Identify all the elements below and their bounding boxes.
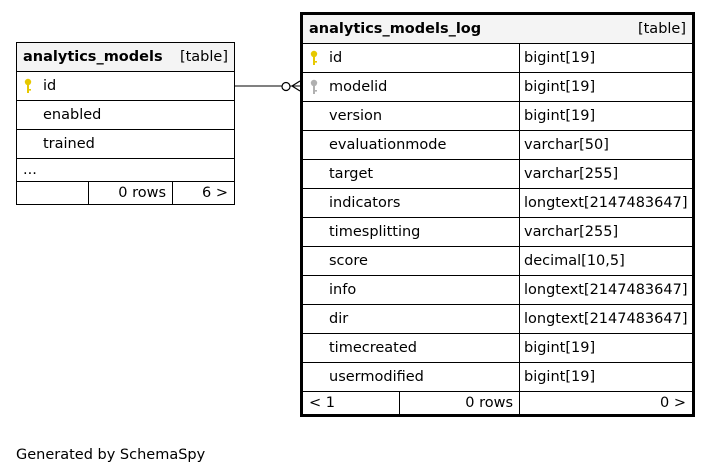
table-type: [table] bbox=[637, 21, 687, 37]
column-cell[interactable]: id bbox=[301, 43, 520, 73]
column-name: target bbox=[329, 166, 374, 182]
table-header[interactable]: analytics_models [table] bbox=[16, 42, 235, 72]
child-link[interactable]: 6 > bbox=[172, 181, 235, 205]
column-datatype: longtext[2147483647] bbox=[518, 275, 695, 305]
primary-key-icon bbox=[310, 50, 318, 65]
column-name: dir bbox=[329, 311, 349, 327]
column-row[interactable]: id bigint[19] bbox=[301, 43, 695, 73]
column-cell[interactable]: version bbox=[301, 101, 520, 131]
column-name: modelid bbox=[329, 79, 388, 95]
column-row[interactable]: modelid bigint[19] bbox=[301, 72, 695, 102]
column-cell[interactable]: dir bbox=[301, 304, 520, 334]
parent-link[interactable]: < 1 bbox=[301, 391, 400, 416]
column-cell[interactable]: timecreated bbox=[301, 333, 520, 363]
row-count: 0 rows bbox=[88, 181, 173, 205]
foreign-key-icon bbox=[310, 79, 318, 94]
column-cell[interactable]: indicators bbox=[301, 188, 520, 218]
column-cell[interactable]: modelid bbox=[301, 72, 520, 102]
column-cell[interactable]: enabled bbox=[16, 100, 235, 130]
analytics-models-log-table[interactable]: analytics_models_log [table] id bigint[19… bbox=[300, 12, 696, 417]
column-datatype: longtext[2147483647] bbox=[518, 188, 695, 218]
column-name: score bbox=[329, 253, 368, 269]
column-datatype: bigint[19] bbox=[518, 101, 695, 131]
column-cell[interactable]: id bbox=[16, 71, 235, 101]
row-count: 0 rows bbox=[399, 391, 520, 416]
column-name: trained bbox=[43, 136, 95, 152]
ellipsis: ... bbox=[16, 158, 235, 182]
column-name: indicators bbox=[329, 195, 401, 211]
column-row[interactable]: usermodified bigint[19] bbox=[301, 362, 695, 392]
table-name: analytics_models bbox=[23, 49, 163, 65]
column-name: timesplitting bbox=[329, 224, 421, 240]
footer-left bbox=[16, 181, 89, 205]
column-row[interactable]: info longtext[2147483647] bbox=[301, 275, 695, 305]
column-name: info bbox=[329, 282, 357, 298]
column-row[interactable]: indicators longtext[2147483647] bbox=[301, 188, 695, 218]
column-cell[interactable]: info bbox=[301, 275, 520, 305]
column-name: usermodified bbox=[329, 369, 424, 385]
column-datatype: bigint[19] bbox=[518, 333, 695, 363]
child-link[interactable]: 0 > bbox=[518, 391, 695, 416]
column-datatype: varchar[255] bbox=[518, 217, 695, 247]
column-datatype: decimal[10,5] bbox=[518, 246, 695, 276]
more-columns-row: ... bbox=[16, 158, 235, 182]
analytics-models-table[interactable]: analytics_models [table] id enabled traine… bbox=[16, 42, 235, 205]
column-row[interactable]: evaluationmode varchar[50] bbox=[301, 130, 695, 160]
column-name: timecreated bbox=[329, 340, 417, 356]
column-cell[interactable]: score bbox=[301, 246, 520, 276]
column-datatype: varchar[255] bbox=[518, 159, 695, 189]
table-footer: < 1 0 rows 0 > bbox=[301, 391, 695, 416]
primary-key-icon bbox=[24, 78, 32, 93]
table-type: [table] bbox=[179, 49, 228, 65]
column-datatype: bigint[19] bbox=[518, 362, 695, 392]
table-footer: 0 rows 6 > bbox=[16, 181, 235, 205]
column-row[interactable]: id bbox=[16, 71, 235, 101]
table-header[interactable]: analytics_models_log [table] bbox=[300, 13, 695, 44]
column-row[interactable]: target varchar[255] bbox=[301, 159, 695, 189]
column-name: enabled bbox=[43, 107, 102, 123]
column-cell[interactable]: trained bbox=[16, 129, 235, 159]
column-row[interactable]: dir longtext[2147483647] bbox=[301, 304, 695, 334]
column-row[interactable]: score decimal[10,5] bbox=[301, 246, 695, 276]
column-row[interactable]: enabled bbox=[16, 100, 235, 130]
column-datatype: varchar[50] bbox=[518, 130, 695, 160]
column-cell[interactable]: target bbox=[301, 159, 520, 189]
column-row[interactable]: timesplitting varchar[255] bbox=[301, 217, 695, 247]
column-cell[interactable]: evaluationmode bbox=[301, 130, 520, 160]
column-row[interactable]: trained bbox=[16, 129, 235, 159]
column-name: id bbox=[329, 50, 343, 66]
column-cell[interactable]: usermodified bbox=[301, 362, 520, 392]
column-name: id bbox=[43, 78, 57, 94]
generated-by-label: Generated by SchemaSpy bbox=[16, 447, 206, 463]
column-row[interactable]: version bigint[19] bbox=[301, 101, 695, 131]
column-name: evaluationmode bbox=[329, 137, 447, 153]
column-datatype: longtext[2147483647] bbox=[518, 304, 695, 334]
column-datatype: bigint[19] bbox=[518, 43, 695, 73]
column-row[interactable]: timecreated bigint[19] bbox=[301, 333, 695, 363]
table-name: analytics_models_log bbox=[309, 21, 482, 37]
column-name: version bbox=[329, 108, 383, 124]
column-datatype: bigint[19] bbox=[518, 72, 695, 102]
column-cell[interactable]: timesplitting bbox=[301, 217, 520, 247]
